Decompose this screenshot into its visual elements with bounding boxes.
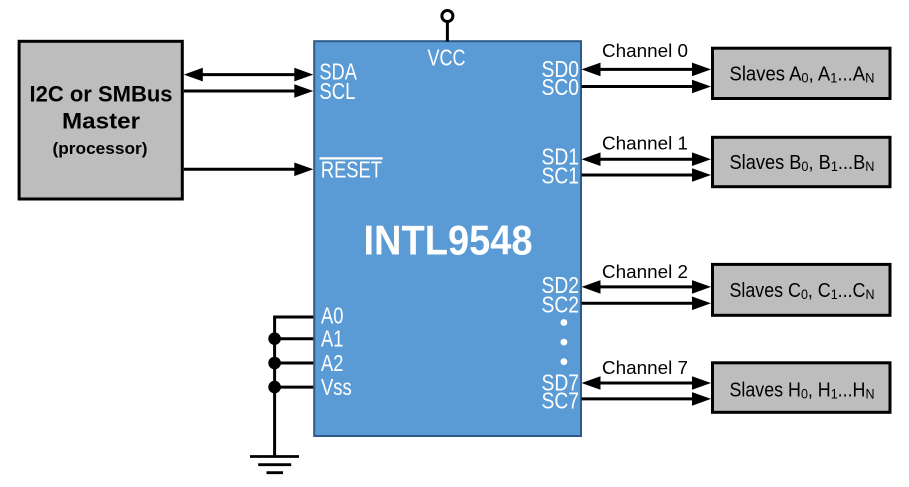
svg-text:(processor): (processor) (53, 139, 148, 158)
svg-text:Master: Master (62, 109, 140, 134)
svg-text:A1: A1 (321, 326, 343, 352)
svg-text:SDA: SDA (319, 59, 357, 85)
svg-text:I2C or SMBus: I2C or SMBus (29, 82, 172, 107)
svg-text:SC7: SC7 (542, 388, 580, 414)
svg-text:Vss: Vss (321, 374, 352, 400)
svg-text:Channel 7: Channel 7 (602, 358, 688, 378)
svg-text:Channel 1: Channel 1 (602, 133, 688, 153)
svg-text:Channel 0: Channel 0 (602, 41, 688, 61)
svg-text:Slaves C0, C1...CN: Slaves C0, C1...CN (730, 280, 875, 302)
svg-text:Slaves B0, B1...BN: Slaves B0, B1...BN (730, 152, 875, 174)
svg-text:Channel 2: Channel 2 (602, 262, 688, 282)
svg-text:SC2: SC2 (542, 291, 580, 317)
svg-text:INTL9548: INTL9548 (364, 216, 533, 263)
svg-text:Slaves A0, A1...AN: Slaves A0, A1...AN (730, 64, 875, 86)
svg-text:A2: A2 (321, 350, 343, 376)
svg-text:VCC: VCC (428, 44, 466, 70)
svg-text:SD1: SD1 (542, 143, 580, 169)
svg-text:SCL: SCL (319, 78, 355, 104)
svg-text:SD2: SD2 (542, 272, 580, 298)
svg-text:SD7: SD7 (542, 370, 580, 396)
svg-text:SD0: SD0 (542, 56, 580, 82)
svg-text:Slaves H0, H1...HN: Slaves H0, H1...HN (730, 380, 875, 402)
svg-text:A0: A0 (321, 303, 343, 329)
svg-text:RESET: RESET (321, 157, 382, 183)
svg-text:SC1: SC1 (542, 163, 580, 189)
svg-text:SC0: SC0 (542, 74, 580, 100)
